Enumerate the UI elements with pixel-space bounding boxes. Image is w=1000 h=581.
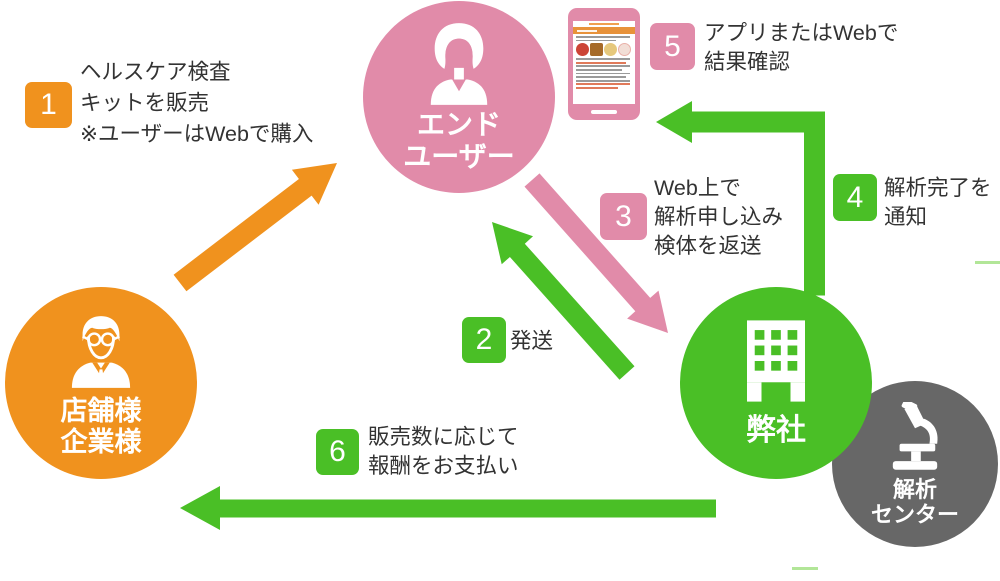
stray-green-line-right [975,261,1000,264]
company-label: 弊社 [746,413,806,447]
phone-address-bar [573,21,635,27]
step-5-badge: 5 [650,23,695,70]
seller-label-line2: 企業様 [60,427,142,457]
phone-food-images [576,43,632,57]
step-4-badge: 4 [833,174,877,221]
step-6-badge: 6 [316,429,359,475]
microscope-icon [892,401,938,470]
seller-label-line1: 店舗様 [60,396,142,426]
stray-green-line-bottom [792,567,818,570]
step-2-label: 発送 [510,329,554,353]
businessman-icon [71,316,131,388]
phone-page-header [573,27,635,34]
woman-icon [430,23,488,105]
arrow-step2-ship [492,222,635,380]
step-2-badge: 2 [462,317,506,363]
phone-result-screen [573,21,635,104]
step-6-label: 販売数に応じて 報酬をお支払い [368,425,519,478]
arrow-step3-return [524,173,668,333]
step-5-label: アプリまたはWebで 結果確認 [704,21,899,74]
building-icon [747,319,805,402]
phone-home-button [591,110,617,114]
arrow-step6-pay [180,486,716,530]
step-3-badge: 3 [600,193,647,240]
analysis-center-label-line1: 解析 [892,476,937,502]
step-3-label: Web上で 解析申し込み 検体を返送 [654,176,784,258]
actor-company: 弊社 [680,287,872,479]
arrow-step4-notify [656,101,825,296]
step-1-badge: 1 [25,82,72,128]
phone-page-body [573,34,635,93]
end-user-label-line1: エンド [416,109,501,140]
step-1-label: ヘルスケア検査 キットを販売 ※ユーザーはWebで購入 [80,60,314,146]
step-4-label: 解析完了を 通知 [884,176,992,229]
arrow-step1-sell [173,163,337,292]
end-user-label-line2: ユーザー [403,141,515,172]
actor-end-user: エンド ユーザー [363,1,555,193]
smartphone-icon [568,8,640,120]
actor-seller: 店舗様 企業様 [5,287,197,479]
analysis-center-label-line2: センター [870,501,959,527]
